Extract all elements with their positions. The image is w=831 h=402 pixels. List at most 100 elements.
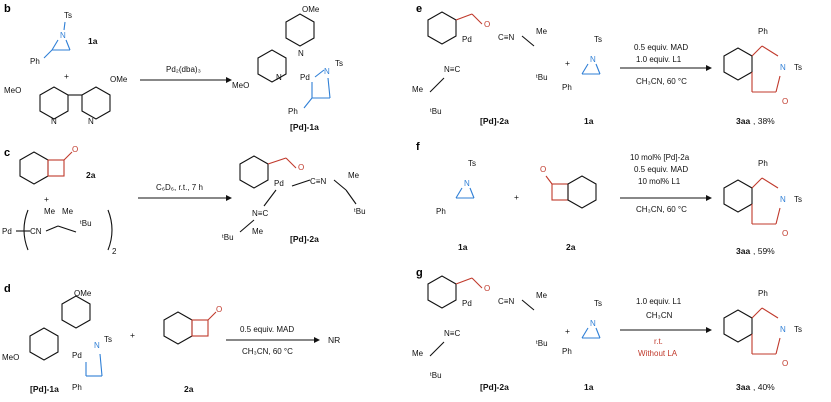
product-pd-1a: OMe N MeO N Pd N Ts Ph [Pd]-1a	[232, 5, 343, 132]
yield-e: , 38%	[753, 116, 775, 126]
svg-text:Pd: Pd	[274, 179, 284, 188]
svg-text:C≡N: C≡N	[310, 177, 326, 186]
cond-f-1: 10 mol% [Pd]-2a	[630, 153, 690, 162]
aziridine-1a-f: Ts N Ph 1a	[436, 159, 476, 252]
svg-text:Ph: Ph	[758, 289, 768, 298]
panel-c: c O 2a + Pd CN Me Me ᵗBu 2 C₆D₆, r.t., 7…	[2, 145, 366, 256]
aziridine-1a-g: Ts N Ph 1a	[562, 299, 602, 392]
product-3aa-g: Ph N Ts O 3aa , 40%	[723, 289, 802, 392]
svg-text:Pd: Pd	[72, 351, 82, 360]
reagent-b: Pd₂(dba)₃	[166, 65, 201, 74]
svg-text:Me: Me	[412, 349, 424, 358]
plus-e: +	[565, 58, 570, 68]
bipyridine-ligand: MeO N N OMe	[4, 75, 128, 126]
panel-g: g O Pd C≡N Me ᵗBu N≡C Me ᵗBu [Pd]-2a + T…	[412, 267, 802, 392]
ts-d: Ts	[104, 335, 112, 344]
panel-b-letter: b	[4, 3, 11, 15]
n-top: N	[298, 49, 304, 58]
ph-label: Ph	[30, 57, 40, 66]
svg-text:Ph: Ph	[758, 159, 768, 168]
svg-text:N: N	[464, 179, 470, 188]
ts-product: Ts	[335, 59, 343, 68]
svg-text:N: N	[590, 319, 596, 328]
ketone-2a-c: O 2a	[19, 145, 96, 185]
product-3aa-e: Ph N Ts O 3aa , 38%	[723, 27, 802, 126]
svg-text:Me: Me	[536, 27, 548, 36]
n-azetidine: N	[324, 67, 330, 76]
ts-f: Ts	[468, 159, 476, 168]
pd-complex-label: Pd	[2, 227, 12, 236]
svg-text:O: O	[72, 145, 78, 154]
ome-top: OMe	[302, 5, 320, 14]
cond-e-2: 1.0 equiv. L1	[636, 55, 682, 64]
aziridine-1a-e: Ts N Ph 1a	[562, 35, 602, 126]
label-1a-g: 1a	[584, 382, 594, 392]
svg-text:Me: Me	[412, 85, 424, 94]
label-1a: 1a	[88, 36, 98, 46]
label-pd-2a-e: [Pd]-2a	[480, 116, 509, 126]
yield-f: , 59%	[753, 246, 775, 256]
svg-text:O: O	[782, 229, 788, 238]
label-pd-1a-d: [Pd]-1a	[30, 384, 59, 394]
svg-text:Ts: Ts	[794, 325, 802, 334]
pd-1a-d: OMe MeO Pd N Ts Ph [Pd]-1a	[2, 289, 112, 394]
ph-d: Ph	[72, 383, 82, 392]
conditions-c: C₆D₆, r.t., 7 h	[156, 183, 203, 192]
label-2a-f: 2a	[566, 242, 576, 252]
plus-d: +	[130, 330, 135, 340]
pd-2a-e: O Pd C≡N Me ᵗBu N≡C Me ᵗBu [Pd]-2a	[412, 11, 548, 126]
panel-e-letter: e	[416, 3, 422, 15]
panel-b: b Ts N Ph 1a + MeO N N OMe Pd₂(dba)₃	[4, 3, 343, 132]
svg-text:O: O	[298, 163, 304, 172]
svg-text:Me: Me	[252, 227, 264, 236]
label-pd-2a-g: [Pd]-2a	[480, 382, 509, 392]
product-3aa-f: Ph N Ts O 3aa , 59%	[723, 159, 802, 256]
svg-text:N: N	[780, 195, 786, 204]
me-1: Me	[44, 207, 56, 216]
cond-d-1: 0.5 equiv. MAD	[240, 325, 294, 334]
svg-text:ᵗBu: ᵗBu	[430, 371, 442, 380]
panel-d-letter: d	[4, 283, 11, 295]
pd-2a-g: O Pd C≡N Me ᵗBu N≡C Me ᵗBu [Pd]-2a	[412, 275, 548, 392]
svg-text:Ts: Ts	[794, 63, 802, 72]
ome-d: OMe	[74, 289, 92, 298]
panel-c-letter: c	[4, 147, 10, 159]
label-pd-2a-c: [Pd]-2a	[290, 234, 319, 244]
svg-text:Pd: Pd	[462, 35, 472, 44]
panel-d: d OMe MeO Pd N Ts Ph [Pd]-1a + O 2a 0.5 …	[2, 283, 340, 394]
svg-text:Ts: Ts	[794, 195, 802, 204]
cond-e-1: 0.5 equiv. MAD	[634, 43, 688, 52]
ts-g: Ts	[594, 299, 602, 308]
cond-f-3: 10 mol% L1	[638, 177, 681, 186]
meo-d: MeO	[2, 353, 19, 362]
svg-text:ᵗBu: ᵗBu	[536, 339, 548, 348]
n-bottom: N	[276, 73, 282, 82]
ts-e: Ts	[594, 35, 602, 44]
n-right: N	[88, 117, 94, 126]
svg-text:Ph: Ph	[758, 27, 768, 36]
svg-text:O: O	[216, 305, 222, 314]
label-3aa-f: 3aa	[736, 246, 750, 256]
svg-text:C≡N: C≡N	[498, 297, 514, 306]
cn-label: CN	[30, 227, 42, 236]
result-nr: NR	[328, 335, 340, 345]
svg-text:ᵗBu: ᵗBu	[536, 73, 548, 82]
label-1a-e: 1a	[584, 116, 594, 126]
svg-text:N≡C: N≡C	[444, 329, 460, 338]
n-left: N	[51, 117, 57, 126]
plus-g: +	[565, 326, 570, 336]
label-2a-d: 2a	[184, 384, 194, 394]
yield-g: , 40%	[753, 382, 775, 392]
cond-g-1: 1.0 equiv. L1	[636, 297, 682, 306]
panel-f-letter: f	[416, 141, 420, 153]
svg-text:O: O	[782, 97, 788, 106]
svg-text:Pd: Pd	[462, 299, 472, 308]
svg-text:O: O	[484, 20, 490, 29]
cond-g-2: CH₃CN	[646, 311, 673, 320]
ketone-2a-f: O 2a	[540, 165, 597, 252]
svg-text:O: O	[540, 165, 546, 174]
svg-text:N≡C: N≡C	[444, 65, 460, 74]
pd-label: Pd	[300, 73, 310, 82]
label-1a-f: 1a	[458, 242, 468, 252]
